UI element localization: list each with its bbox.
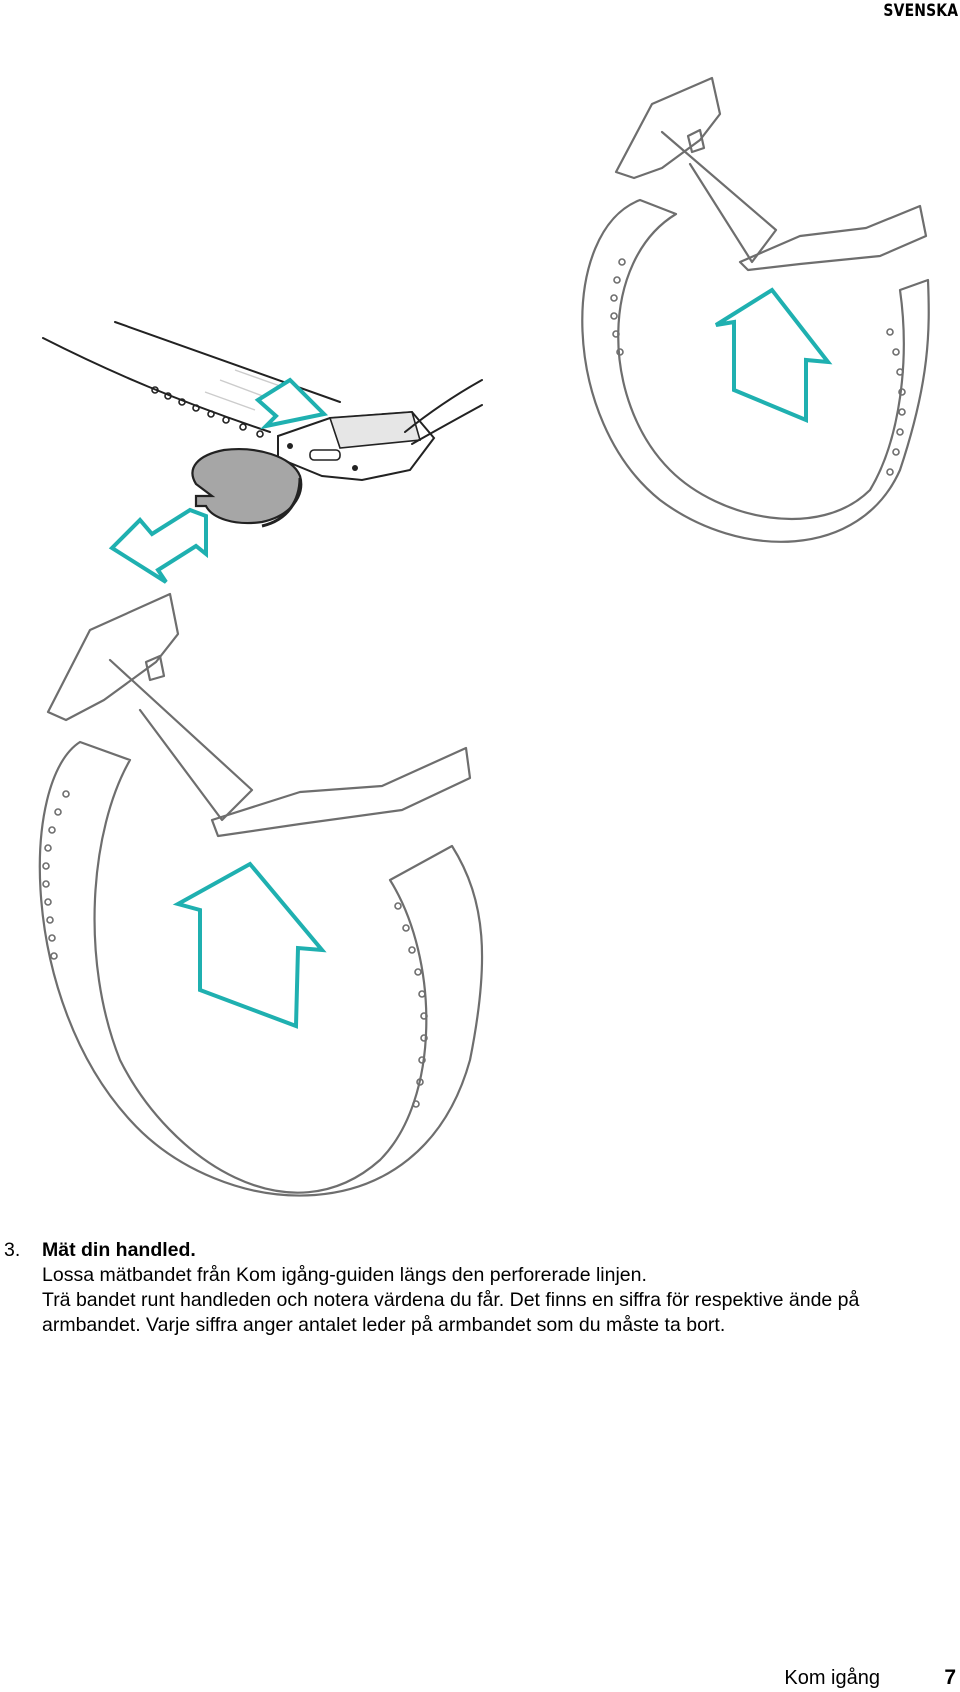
sensor-disc — [191, 448, 303, 528]
instruction-step: 3. Mät din handled. Lossa mätbandet från… — [0, 1238, 940, 1338]
footer-section-title: Kom igång — [784, 1667, 880, 1689]
watch-strap-bottom-left — [38, 592, 484, 1197]
insert-arrow-icon — [108, 507, 208, 584]
up-arrow-icon — [172, 861, 327, 1029]
strap-sensor-detail — [42, 321, 483, 584]
step-heading: Mät din handled. — [42, 1239, 196, 1261]
strap-illustration — [38, 76, 930, 1197]
page-number: 7 — [944, 1666, 956, 1689]
insert-arrow-icon — [254, 377, 329, 430]
step-text-line: Trä bandet runt handleden och notera vär… — [42, 1289, 860, 1336]
step-text-line: Lossa mätbandet från Kom igång-guiden lä… — [42, 1264, 647, 1286]
up-arrow-icon — [714, 287, 833, 423]
language-label: SVENSKA — [883, 1, 958, 21]
watch-strap-top-right — [581, 76, 930, 543]
step-number: 3. — [4, 1239, 21, 1261]
